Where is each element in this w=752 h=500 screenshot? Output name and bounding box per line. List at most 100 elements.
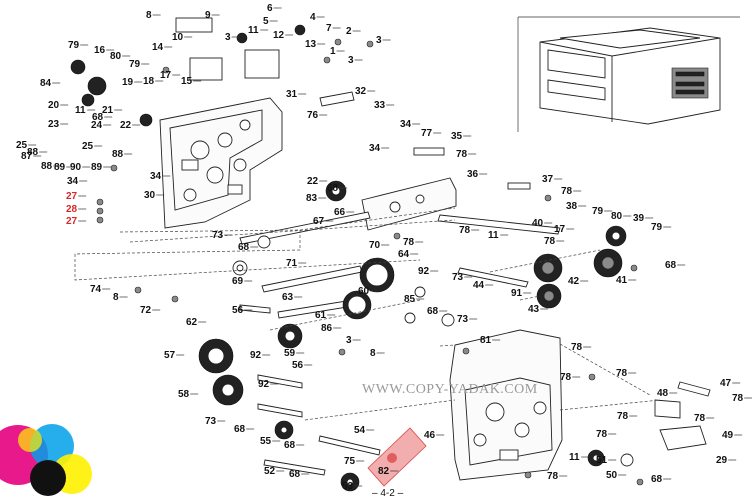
- callout-34: 34: [150, 171, 162, 182]
- callout-70: 70: [369, 240, 381, 251]
- callout-11: 11: [488, 230, 499, 241]
- callout-25: 25: [82, 141, 94, 152]
- cmyk-circles-logo: [0, 424, 92, 496]
- callout-22: 22: [120, 120, 132, 131]
- callout-80: 80: [110, 51, 122, 62]
- callout-14: 14: [152, 42, 164, 53]
- callout-31: 31: [286, 89, 298, 100]
- callout-25: 25: [16, 140, 28, 151]
- page-number: – 4-2 –: [372, 488, 404, 499]
- callout-68: 68: [92, 112, 104, 123]
- callout-78: 78: [561, 186, 573, 197]
- callout-1: 1: [330, 46, 336, 57]
- callout-22: 22: [307, 176, 319, 187]
- callout-68: 68: [234, 424, 246, 435]
- callout-83: 83: [306, 193, 318, 204]
- callout-79: 79: [651, 222, 663, 233]
- highlight-part-82: [367, 427, 427, 487]
- callout-78: 78: [694, 413, 706, 424]
- callout-24: 24: [91, 120, 103, 131]
- callout-39: 39: [633, 213, 645, 224]
- callout-27: 27: [66, 191, 78, 202]
- mid-plate: [361, 177, 457, 231]
- callout-61: 61: [315, 310, 327, 321]
- callout-86: 86: [321, 323, 333, 334]
- callout-92: 92: [258, 379, 270, 390]
- callout-60: 60: [358, 286, 370, 297]
- callout-12: 12: [273, 30, 285, 41]
- callout-54: 54: [354, 425, 366, 436]
- callout-57: 57: [164, 350, 176, 361]
- gears: [70, 24, 634, 492]
- callout-49: 49: [722, 430, 734, 441]
- callout-67: 67: [313, 216, 325, 227]
- callout-33: 33: [374, 100, 386, 111]
- callout-32: 32: [355, 86, 367, 97]
- callout-37: 37: [542, 174, 554, 185]
- callout-78: 78: [617, 411, 629, 422]
- callout-34: 34: [400, 119, 412, 130]
- callout-78: 78: [732, 393, 744, 404]
- callout-79: 79: [592, 206, 604, 217]
- callout-75: 75: [344, 456, 356, 467]
- callout-29: 29: [716, 455, 728, 466]
- left-side-frame: [159, 97, 283, 229]
- callout-38: 38: [566, 201, 578, 212]
- callout-48: 48: [657, 388, 669, 399]
- callout-78: 78: [544, 236, 556, 247]
- callout-55: 55: [260, 436, 272, 447]
- callout-87: 87: [21, 151, 33, 162]
- callout-6: 6: [267, 3, 273, 14]
- callout-52: 52: [264, 466, 276, 477]
- callout-74: 74: [90, 284, 102, 295]
- callout-88: 88: [112, 149, 124, 160]
- callout-73: 73: [205, 416, 217, 427]
- hardware: [96, 17, 711, 486]
- callout-76: 76: [307, 110, 319, 121]
- callout-9: 9: [205, 10, 211, 21]
- callout-10: 10: [172, 32, 184, 43]
- callout-7: 7: [326, 23, 332, 34]
- callout-78: 78: [616, 368, 628, 379]
- callout-51: 51: [596, 455, 608, 466]
- callout-36: 36: [467, 169, 479, 180]
- callout-88: 88: [27, 147, 39, 158]
- callout-73: 73: [457, 314, 469, 325]
- callout-89: 89: [54, 162, 66, 173]
- callout-4: 4: [310, 12, 316, 23]
- callout-2: 2: [346, 26, 352, 37]
- callout-35: 35: [451, 131, 463, 142]
- callout-78: 78: [403, 237, 415, 248]
- callout-53: 53: [342, 481, 354, 492]
- callout-91: 91: [511, 288, 523, 299]
- callout-62: 62: [186, 317, 198, 328]
- callout-43: 43: [528, 304, 540, 315]
- callout-68: 68: [238, 242, 250, 253]
- right-side-frame: [449, 329, 563, 481]
- callout-13: 13: [305, 39, 317, 50]
- callout-30: 30: [144, 190, 156, 201]
- callout-8: 8: [113, 292, 119, 303]
- callout-56: 56: [292, 360, 304, 371]
- callout-78: 78: [560, 372, 572, 383]
- callout-66: 66: [334, 207, 346, 218]
- callout-68: 68: [427, 306, 439, 317]
- callout-23: 23: [48, 119, 60, 130]
- callout-68: 68: [665, 260, 677, 271]
- callout-72: 72: [140, 305, 152, 316]
- callout-63: 63: [282, 292, 294, 303]
- callout-27: 27: [66, 216, 78, 227]
- callout-3: 3: [225, 32, 231, 43]
- callout-73: 73: [212, 230, 224, 241]
- callout-5: 5: [263, 16, 269, 27]
- callout-17: 17: [554, 224, 566, 235]
- callout-16: 16: [94, 45, 106, 56]
- callout-56: 56: [232, 305, 244, 316]
- callout-78: 78: [547, 471, 559, 482]
- callout-92: 92: [418, 266, 430, 277]
- callout-79: 79: [68, 40, 80, 51]
- callout-78: 78: [459, 225, 471, 236]
- callout-68: 68: [289, 469, 301, 480]
- shafts: [239, 211, 561, 476]
